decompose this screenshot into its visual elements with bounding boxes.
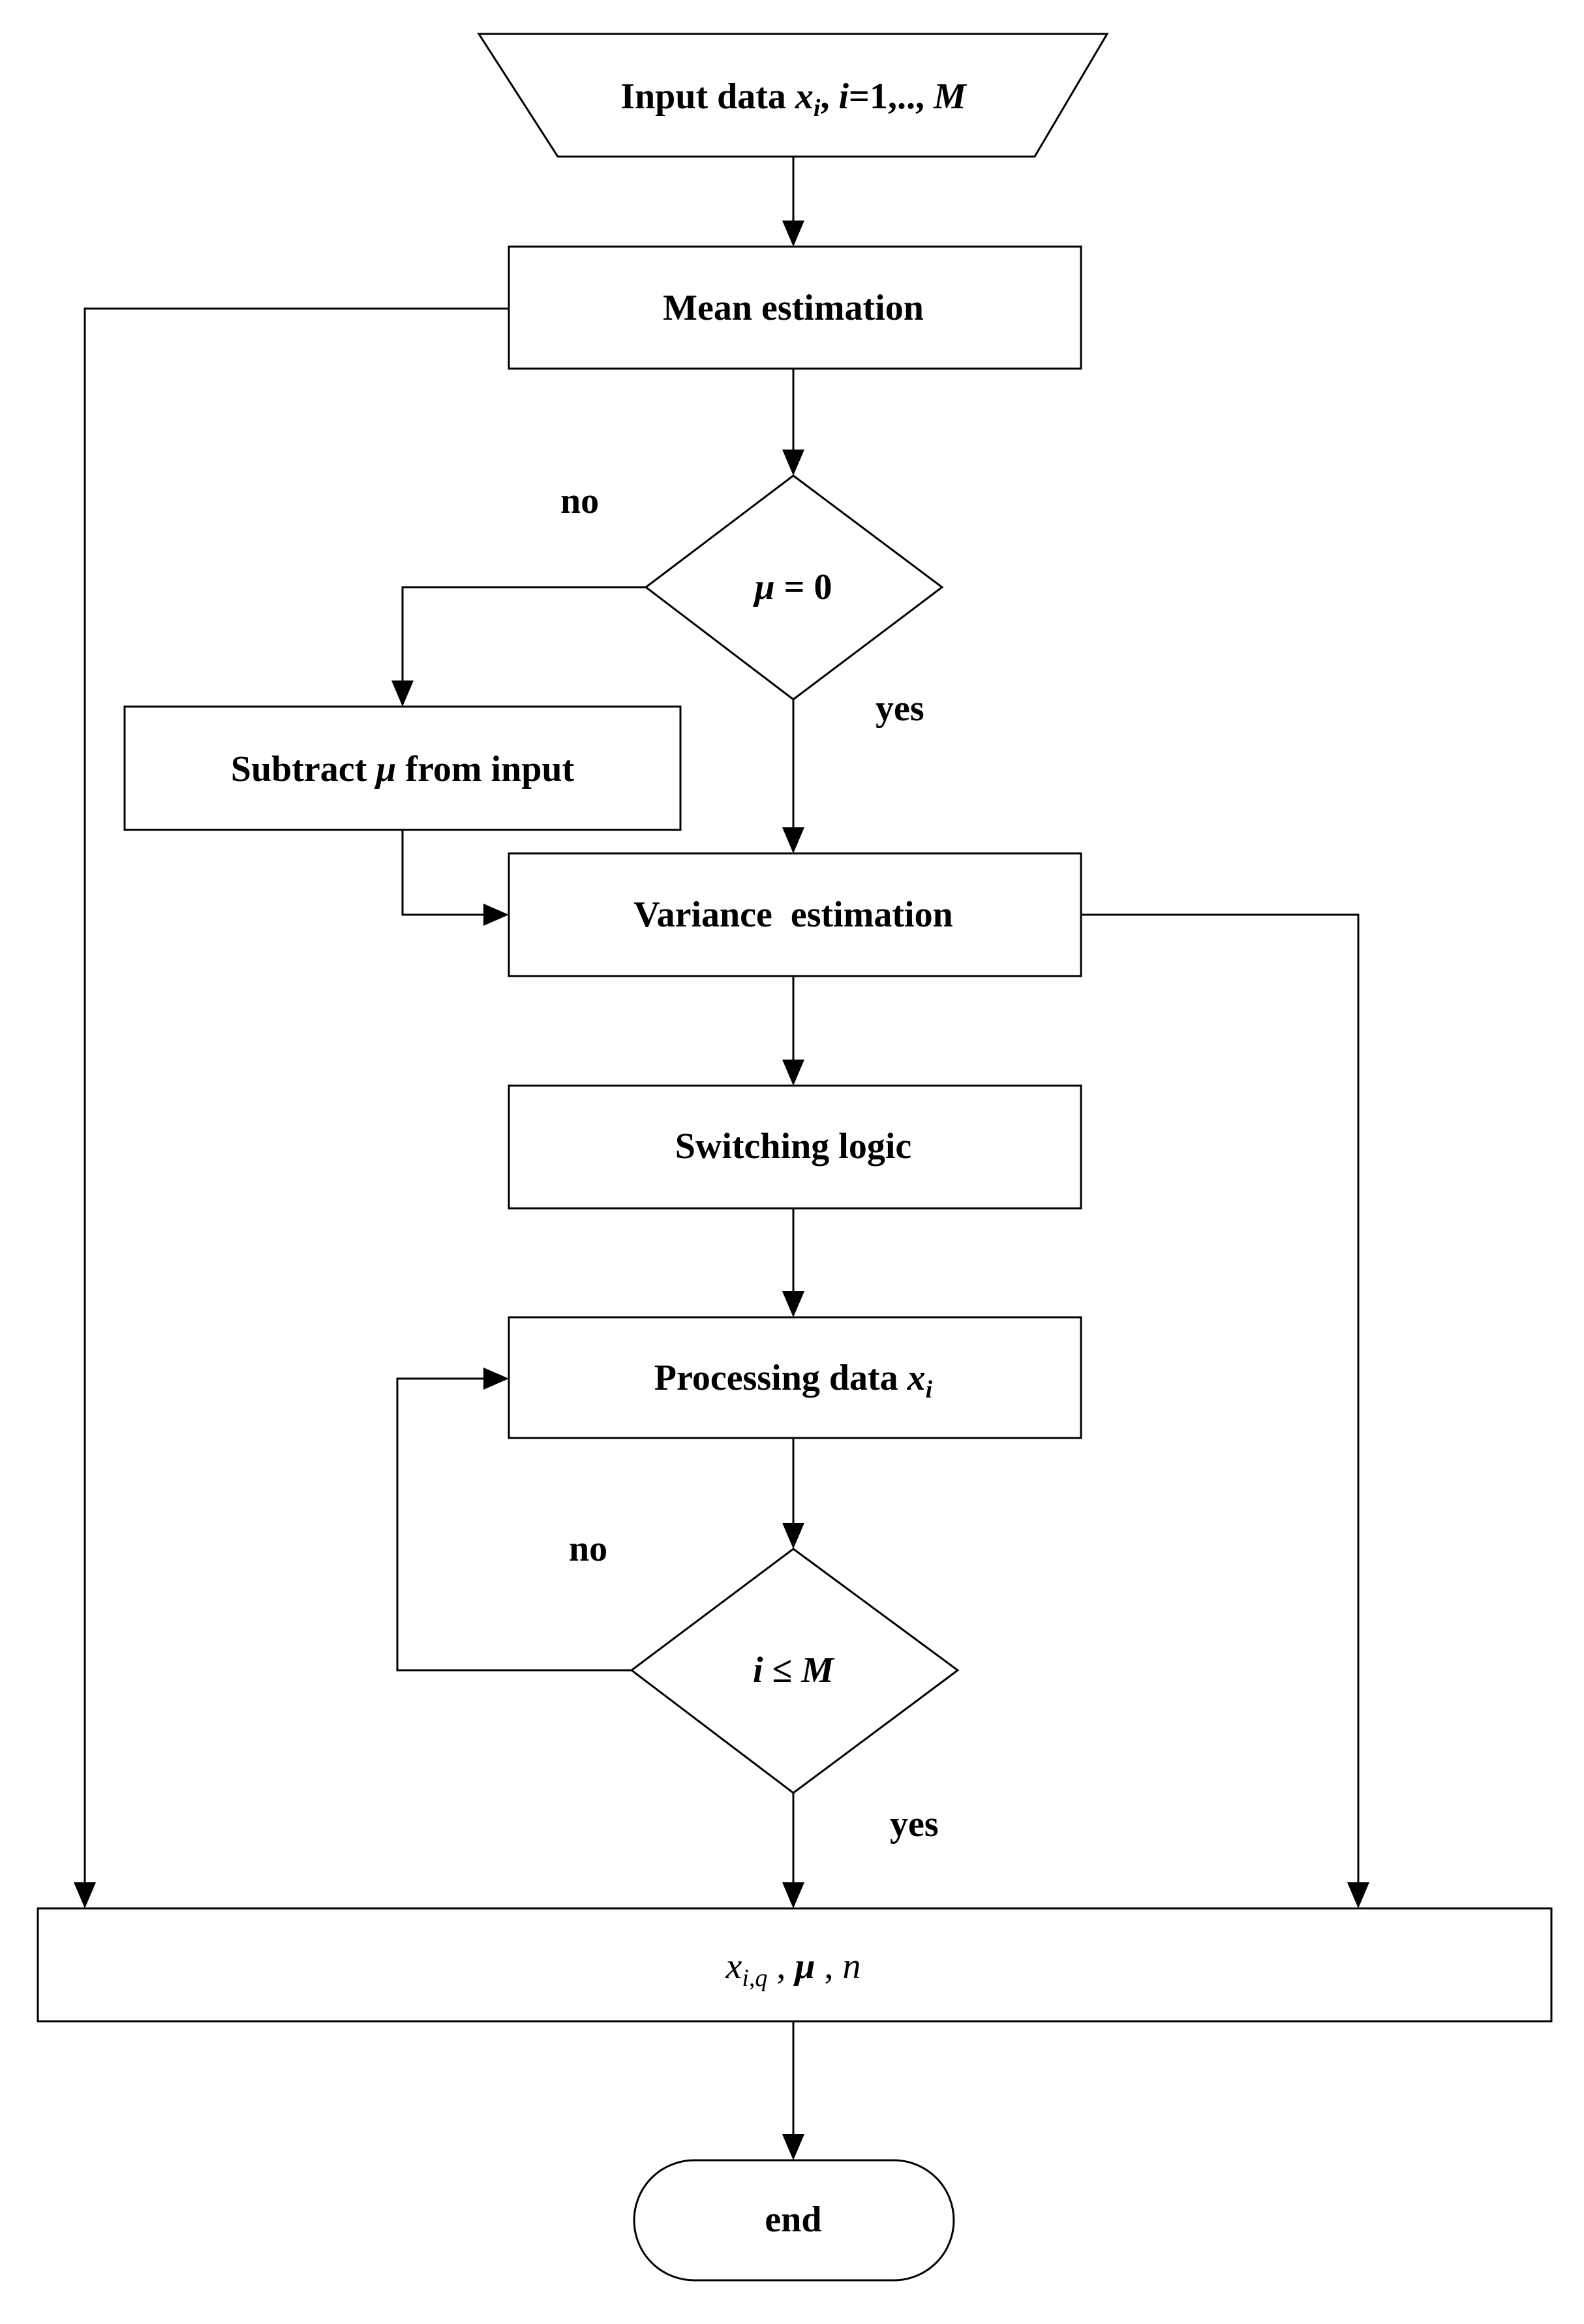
arrow-subtract-to-variance: [401, 830, 493, 916]
subtract-node: Subtract μ from input: [123, 705, 682, 831]
arrow-decision-no-loop: [396, 1377, 632, 1672]
arrowhead-mean: [782, 221, 804, 247]
output-box: [37, 1907, 1553, 2023]
variance-label: Variance estimation: [633, 894, 952, 935]
input-label: Input data xi, i=1,.., M: [620, 76, 967, 122]
input-node: Input data xi, i=1,.., M: [477, 33, 1109, 158]
decision-mu-label: μ = 0: [752, 567, 832, 607]
processing-box: [508, 1316, 1082, 1439]
output-node: xi,q , μ , n: [37, 1907, 1553, 2023]
decision-mu-yes-label: yes: [876, 688, 924, 729]
arrowhead-processing: [782, 1291, 804, 1317]
input-trapezoid: [477, 33, 1109, 158]
switching-node: Switching logic: [508, 1084, 1082, 1210]
switching-label: Switching logic: [675, 1126, 911, 1167]
arrowhead-output-left: [74, 1882, 96, 1908]
variance-node: Variance estimation: [508, 852, 1082, 977]
decision-i-no-label: no: [569, 1529, 607, 1569]
decision-mu-no-label: no: [560, 481, 599, 521]
arrowhead-output-right: [1347, 1882, 1369, 1908]
arrowhead-switching: [782, 1060, 804, 1086]
mean-node: Mean estimation: [508, 245, 1082, 370]
processing-node: Processing data xi: [508, 1316, 1082, 1439]
processing-label: Processing data xi: [654, 1358, 933, 1403]
decision-i-node: i ≤ M no yes: [569, 1529, 960, 1844]
switching-box: [508, 1084, 1082, 1210]
arrowhead-output-center: [782, 1882, 804, 1908]
arrowhead-decision-i: [782, 1523, 804, 1549]
decision-mu-node: μ = 0 no yes: [560, 474, 944, 729]
decision-i-yes-label: yes: [890, 1804, 939, 1844]
arrowhead-decision-mu: [782, 450, 804, 476]
decision-mu-diamond: [644, 474, 944, 701]
decision-i-diamond: [630, 1548, 960, 1794]
mean-box: [508, 245, 1082, 370]
arrowhead-variance-top: [782, 827, 804, 853]
arrowhead-processing-loop: [483, 1368, 509, 1390]
subtract-box: [123, 705, 682, 831]
end-terminator: [633, 2159, 955, 2282]
connectors: [74, 157, 1369, 2160]
output-label: xi,q , μ , n: [725, 1946, 861, 1992]
variance-box: [508, 852, 1082, 977]
arrowhead-subtract: [391, 680, 414, 707]
arrow-variance-right-to-output: [1081, 913, 1360, 1892]
arrowhead-variance-left: [483, 904, 509, 926]
subtract-label: Subtract μ from input: [231, 749, 575, 789]
arrow-mean-left-to-output: [84, 307, 509, 1892]
arrowhead-end: [782, 2134, 804, 2160]
decision-i-label: i ≤ M: [753, 1650, 835, 1690]
end-node: end: [633, 2159, 955, 2282]
arrow-decision-no-to-subtract: [401, 586, 646, 690]
mean-label: Mean estimation: [663, 288, 924, 328]
end-label: end: [765, 2199, 821, 2240]
